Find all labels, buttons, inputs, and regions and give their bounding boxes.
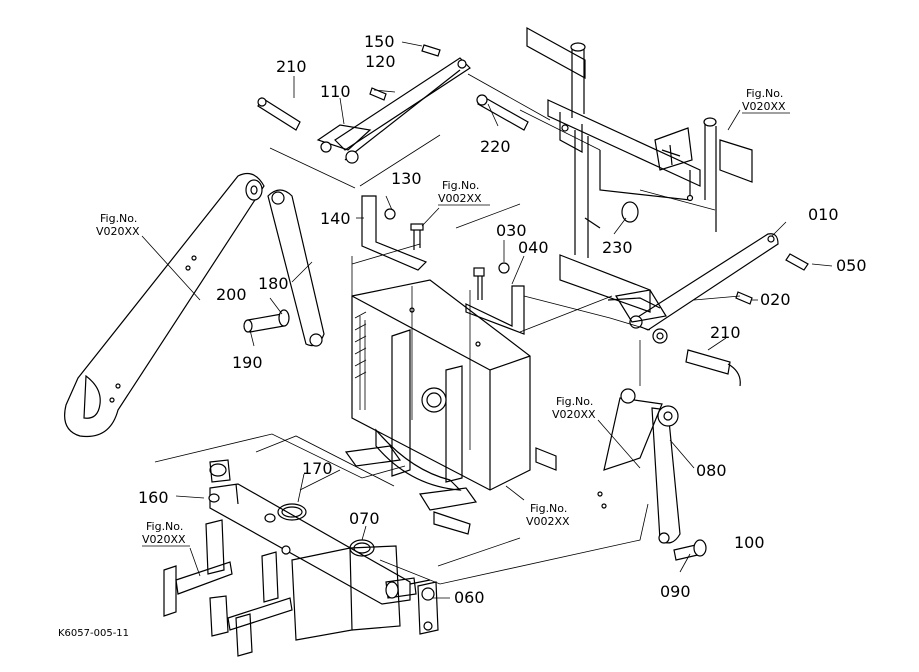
- label-150: 150: [364, 32, 395, 51]
- mast-assembly: [526, 26, 753, 313]
- svg-text:V020XX: V020XX: [142, 533, 186, 546]
- svg-text:Fig.No.: Fig.No.: [100, 212, 137, 225]
- center-case: [344, 243, 557, 535]
- label-170: 170: [302, 459, 333, 478]
- drawing-code: K6057-005-11: [58, 628, 129, 639]
- label-130: 130: [391, 169, 422, 188]
- pin-190: [243, 309, 290, 333]
- label-070: 070: [349, 509, 380, 528]
- seal-170: [277, 503, 307, 521]
- svg-text:V020XX: V020XX: [552, 408, 596, 421]
- label-100: 100: [734, 533, 765, 552]
- label-160: 160: [138, 488, 169, 507]
- fig-ref-bottom-center: Fig.No. V002XX: [526, 502, 570, 528]
- part-number-labels: 150 120 210 110 220 130 140 030 040 230 …: [138, 32, 867, 607]
- label-210-top: 210: [276, 57, 307, 76]
- label-020: 020: [760, 290, 791, 309]
- svg-text:V002XX: V002XX: [526, 515, 570, 528]
- arm-080: [597, 388, 707, 561]
- label-050: 050: [836, 256, 867, 275]
- svg-text:V020XX: V020XX: [742, 100, 786, 113]
- fig-ref-bottom-left: Fig.No. V020XX: [142, 520, 190, 547]
- label-200: 200: [216, 285, 247, 304]
- top-link-bracket: [257, 44, 529, 189]
- label-190: 190: [232, 353, 263, 372]
- svg-text:Fig.No.: Fig.No.: [746, 87, 783, 100]
- fig-ref-center: Fig.No. V002XX: [438, 179, 490, 206]
- fig-ref-top-right: Fig.No. V020XX: [742, 87, 790, 114]
- svg-text:Fig.No.: Fig.No.: [530, 502, 567, 515]
- lift-arm-left: [64, 173, 265, 438]
- label-040: 040: [518, 238, 549, 257]
- bracket-140: [361, 195, 428, 271]
- svg-text:Fig.No.: Fig.No.: [442, 179, 479, 192]
- label-090: 090: [660, 582, 691, 601]
- label-180: 180: [258, 274, 289, 293]
- figure-references: Fig.No. V020XX Fig.No. V020XX Fig.No. V0…: [96, 87, 790, 547]
- label-060: 060: [454, 588, 485, 607]
- svg-text:V002XX: V002XX: [438, 192, 482, 205]
- svg-text:Fig.No.: Fig.No.: [146, 520, 183, 533]
- reference-lines: [299, 73, 741, 491]
- label-220: 220: [480, 137, 511, 156]
- svg-text:Fig.No.: Fig.No.: [556, 395, 593, 408]
- label-leaders: [141, 41, 833, 599]
- label-210-right: 210: [710, 323, 741, 342]
- bracket-040: [465, 262, 525, 335]
- svg-text:V020XX: V020XX: [96, 225, 140, 238]
- lift-rod-180: [267, 189, 325, 347]
- label-010: 010: [808, 205, 839, 224]
- base-frame: [154, 433, 649, 657]
- fig-ref-left-arm: Fig.No. V020XX: [96, 212, 140, 238]
- fig-ref-right-arm: Fig.No. V020XX: [552, 395, 596, 421]
- label-230: 230: [602, 238, 633, 257]
- label-080: 080: [696, 461, 727, 480]
- label-030: 030: [496, 221, 527, 240]
- label-140: 140: [320, 209, 351, 228]
- label-110: 110: [320, 82, 351, 101]
- label-120: 120: [365, 52, 396, 71]
